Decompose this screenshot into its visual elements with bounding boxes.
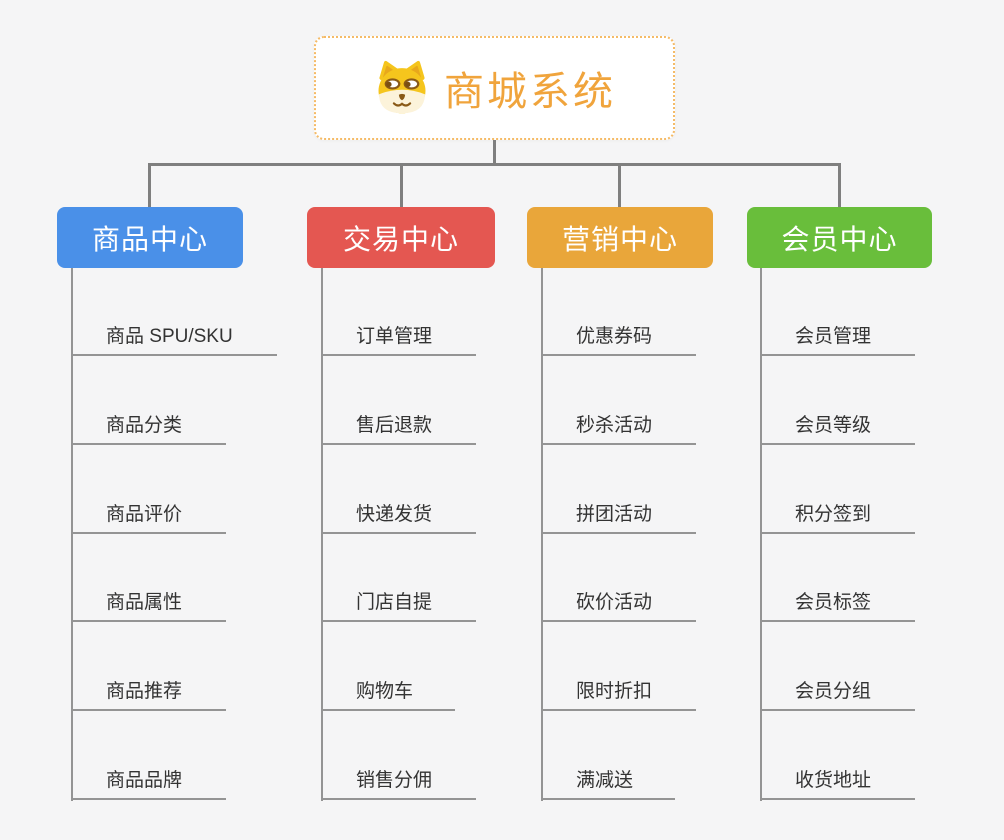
root-node[interactable]: 商城系统 [314,36,675,140]
branch-node-member-center[interactable]: 会员中心 [747,207,932,268]
leaf-node[interactable]: 商品评价 [73,494,226,534]
leaf-node[interactable]: 会员分组 [762,671,915,711]
leaf-node[interactable]: 限时折扣 [543,671,696,711]
connector-branch-drop-1 [148,163,151,207]
leaf-node[interactable]: 秒杀活动 [543,405,696,445]
leaf-node[interactable]: 销售分佣 [323,760,476,800]
leaf-node[interactable]: 门店自提 [323,582,476,622]
branch-node-trade-center[interactable]: 交易中心 [307,207,495,268]
branch-column-product-center: 商品 SPU/SKU 商品分类 商品评价 商品属性 商品推荐 商品品牌 [71,268,277,801]
shiba-dog-icon [378,60,426,114]
leaf-node[interactable]: 商品属性 [73,582,226,622]
connector-horizontal-bar [150,163,841,166]
leaf-node[interactable]: 砍价活动 [543,582,696,622]
leaf-node[interactable]: 商品品牌 [73,760,226,800]
leaf-node[interactable]: 快递发货 [323,494,476,534]
leaf-node[interactable]: 满减送 [543,760,675,800]
connector-branch-drop-4 [838,163,841,207]
leaf-node[interactable]: 商品 SPU/SKU [73,316,277,356]
leaf-node[interactable]: 会员管理 [762,316,915,356]
connector-root-drop [493,140,496,164]
leaf-node[interactable]: 会员等级 [762,405,915,445]
leaf-node[interactable]: 收货地址 [762,760,915,800]
leaf-node[interactable]: 积分签到 [762,494,915,534]
leaf-node[interactable]: 订单管理 [323,316,476,356]
branch-node-marketing-center[interactable]: 营销中心 [527,207,713,268]
leaf-node[interactable]: 拼团活动 [543,494,696,534]
branch-column-trade-center: 订单管理 售后退款 快递发货 门店自提 购物车 销售分佣 [321,268,476,801]
leaf-node[interactable]: 优惠券码 [543,316,696,356]
root-title: 商城系统 [444,70,616,114]
branch-node-product-center[interactable]: 商品中心 [57,207,243,268]
connector-branch-drop-2 [400,163,403,207]
leaf-node[interactable]: 售后退款 [323,405,476,445]
leaf-node[interactable]: 商品分类 [73,405,226,445]
leaf-node[interactable]: 购物车 [323,671,455,711]
leaf-node[interactable]: 商品推荐 [73,671,226,711]
leaf-node[interactable]: 会员标签 [762,582,915,622]
connector-branch-drop-3 [618,163,621,207]
branch-column-member-center: 会员管理 会员等级 积分签到 会员标签 会员分组 收货地址 [760,268,915,801]
branch-column-marketing-center: 优惠券码 秒杀活动 拼团活动 砍价活动 限时折扣 满减送 [541,268,696,801]
